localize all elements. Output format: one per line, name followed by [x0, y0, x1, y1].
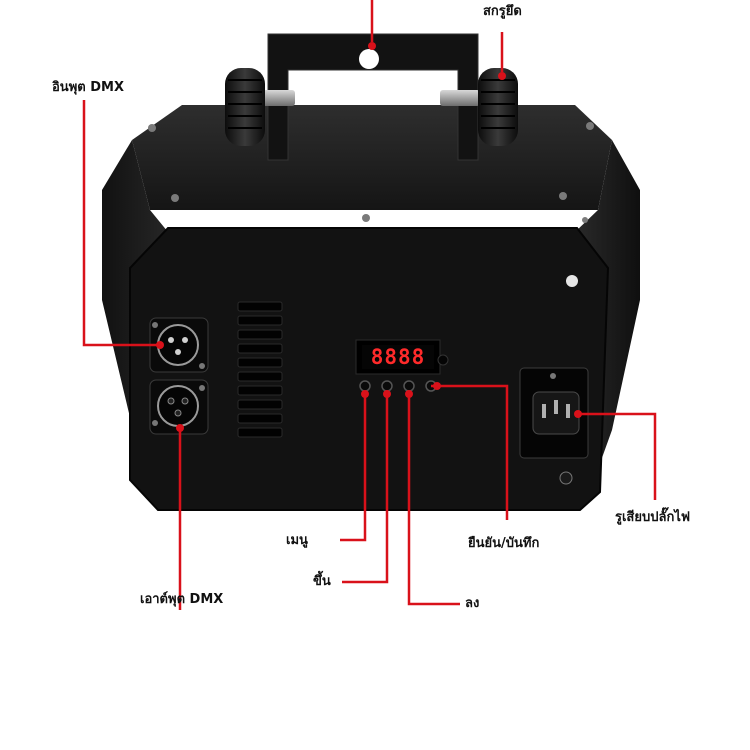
power-socket-icon	[519, 367, 589, 485]
label-mount-screw: สกรูยึด	[483, 4, 522, 19]
label-enter: ยืนยัน/บันทึก	[468, 536, 540, 551]
ir-receiver	[437, 354, 449, 366]
bracket-hole	[359, 49, 379, 69]
lid-screws	[148, 122, 594, 223]
label-dmx-in: อินพุต DMX	[52, 80, 124, 95]
vent-grille	[237, 301, 283, 438]
label-down: ลง	[465, 596, 480, 611]
mounting-bracket	[267, 33, 479, 161]
label-dmx-out: เอาต์พุต DMX	[140, 592, 224, 607]
callout-lines	[82, 0, 657, 610]
knob-icon	[225, 68, 518, 146]
label-power-socket: รูเสียบปลั๊กไฟ	[615, 510, 691, 525]
label-up: ขึ้น	[313, 574, 331, 589]
panel-hole	[566, 275, 578, 287]
label-menu: เมนู	[286, 533, 308, 548]
housing-top	[132, 105, 612, 210]
xlr-connector-icon	[149, 317, 209, 435]
led-display: 8888	[362, 345, 434, 369]
callout-dots	[156, 42, 582, 432]
bolt-right	[440, 90, 480, 106]
